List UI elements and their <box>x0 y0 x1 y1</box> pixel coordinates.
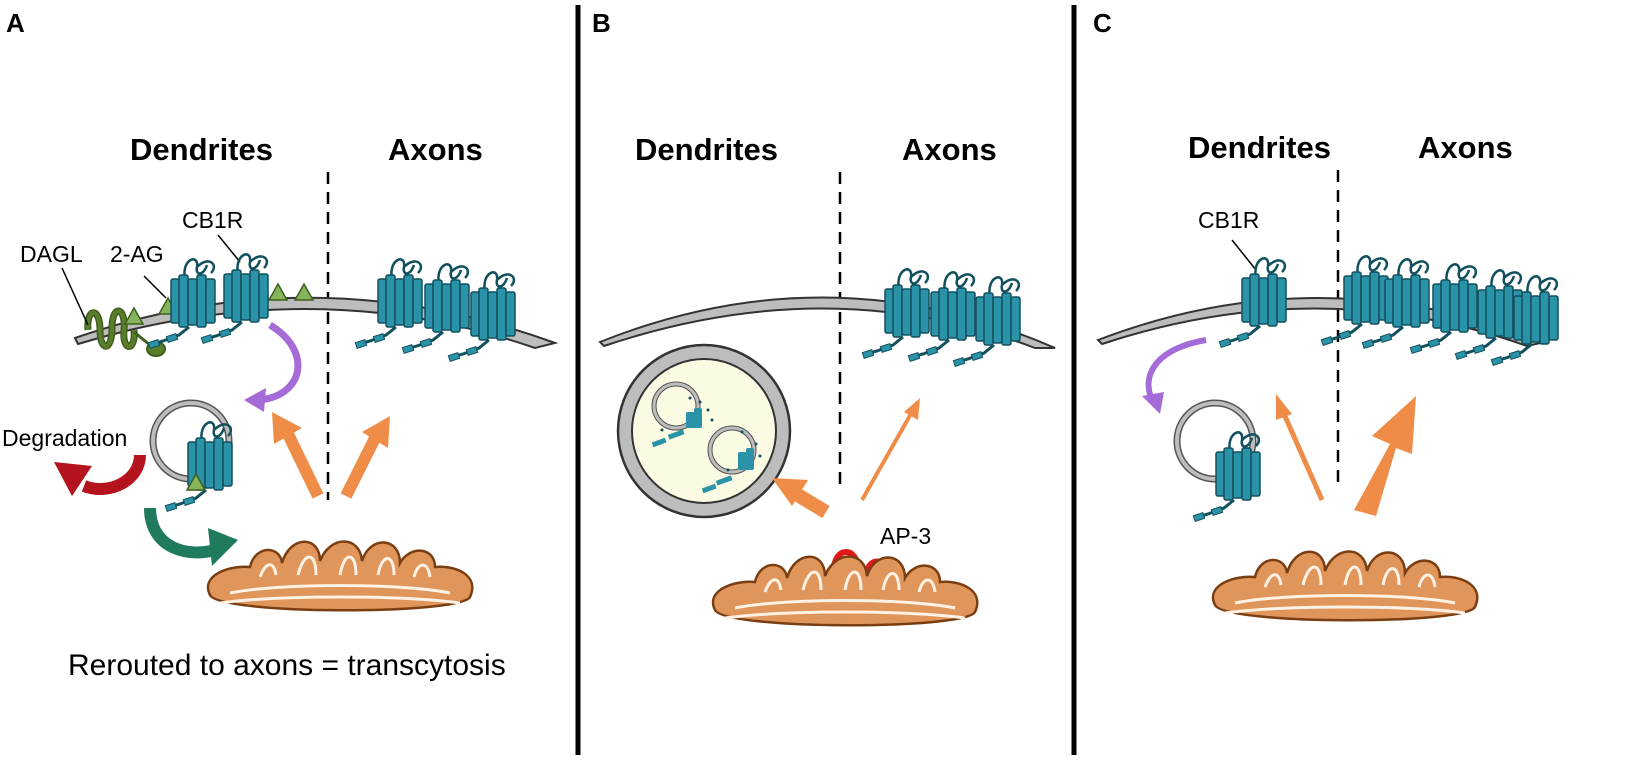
panel-a-caption: Rerouted to axons = transcytosis <box>68 649 506 682</box>
panel-c-golgi <box>1211 550 1479 622</box>
dagl-leader-line <box>61 267 89 326</box>
cb1r-leader-line <box>217 234 241 263</box>
panel-a-dendrites-label: Dendrites <box>130 132 273 167</box>
degradation-label: Degradation <box>2 425 127 451</box>
panel-b-golgi <box>711 555 979 627</box>
recycling-arrowhead <box>208 528 238 566</box>
dagl-label: DAGL <box>20 241 83 267</box>
panel-b-membrane <box>598 296 1056 349</box>
panel-b-lysosome-trafficking-arrow <box>792 487 830 519</box>
two-ag-ligand <box>294 283 314 301</box>
panel-c-cb1r-leader-line <box>1231 239 1257 271</box>
panel-b-axon-trafficking-arrow <box>860 411 914 501</box>
two-ag-label: 2-AG <box>110 241 164 267</box>
panel-c-endocytosis-arrow <box>1145 337 1207 402</box>
panel-c-cb1r-label: CB1R <box>1198 207 1259 233</box>
panel-b-letter: B <box>592 8 611 38</box>
panel-a-dendrite-trafficking-arrow <box>281 429 324 499</box>
endosome-cb1r-receptor <box>163 420 234 513</box>
panel-b-axons-label: Axons <box>902 132 997 167</box>
two-ag-ligand <box>268 283 288 301</box>
panel-c: C Dendrites Axons CB1R <box>1093 8 1560 622</box>
panel-a-golgi <box>206 540 474 612</box>
panel-a-endocytosis-arrowhead <box>244 388 266 412</box>
panel-a-letter: A <box>6 8 25 38</box>
cb1r-receptor <box>1217 256 1288 349</box>
cb1r-receptor <box>860 267 931 360</box>
panel-b-dendrites-label: Dendrites <box>635 132 778 167</box>
panel-c-dendrites-label: Dendrites <box>1188 130 1331 165</box>
panel-c-letter: C <box>1093 8 1112 38</box>
lysosome <box>616 343 792 519</box>
degradation-arrowhead <box>54 462 92 496</box>
panel-c-dendrite-trafficking-arrow <box>1281 412 1325 502</box>
panel-a-axon-trafficking-arrow <box>340 433 382 499</box>
panel-a: A Dendrites Axons DAGL 2-AG CB1R <box>2 8 559 682</box>
panel-a-cb1r-label: CB1R <box>182 207 243 233</box>
panel-b: B Dendrites Axons <box>592 8 1056 627</box>
panel-a-endocytosis-arrow <box>259 321 302 404</box>
degradation-arrow <box>81 454 146 495</box>
cb1r-receptor <box>146 257 217 350</box>
two-ag-leader-line <box>143 275 167 299</box>
panel-c-axon-trafficking-arrow <box>1354 396 1416 516</box>
ap3-label: AP-3 <box>880 523 931 549</box>
panel-a-axons-label: Axons <box>388 132 483 167</box>
panel-c-axons-label: Axons <box>1418 130 1513 165</box>
two-ag-ligand <box>124 307 144 325</box>
